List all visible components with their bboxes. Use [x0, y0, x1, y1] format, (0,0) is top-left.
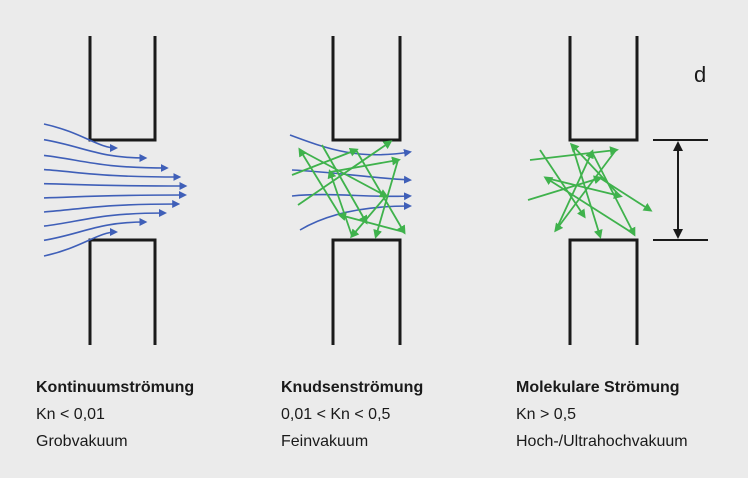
vacuum-range: Feinvakuum — [281, 433, 369, 450]
regime-title: Kontinuumströmung — [36, 379, 195, 396]
molecule-path — [569, 142, 621, 197]
molecule-path — [591, 151, 636, 237]
molecule-path — [299, 149, 389, 198]
dimension-label: d — [694, 62, 707, 87]
molecule-path — [555, 149, 594, 231]
lower-wall — [88, 238, 157, 345]
knudsen-condition: 0,01 < Kn < 0,5 — [281, 406, 391, 423]
molecule-path — [373, 159, 399, 239]
upper-wall — [331, 36, 402, 142]
regime-title: Molekulare Strömung — [516, 379, 680, 396]
upper-wall — [88, 36, 157, 142]
streamline — [43, 181, 188, 190]
vacuum-range: Hoch-/Ultrahochvakuum — [516, 433, 688, 450]
molecule-path — [298, 147, 341, 216]
streamline — [43, 138, 148, 162]
knudsen-condition: Kn < 0,01 — [36, 406, 105, 423]
vacuum-range: Grobvakuum — [36, 433, 128, 450]
lower-wall — [331, 238, 402, 345]
streamline — [299, 202, 412, 231]
molecule-path — [539, 149, 586, 219]
lower-wall — [568, 238, 639, 345]
streamline — [43, 209, 167, 227]
knudsen-condition: Kn > 0,5 — [516, 406, 577, 423]
molecule-path — [527, 175, 603, 201]
caption-continuum: Kontinuumströmung Kn < 0,01 Grobvakuum — [36, 374, 276, 455]
molecule-path — [337, 212, 405, 233]
molecule-path — [321, 144, 368, 225]
streamline — [289, 134, 412, 157]
molecule-path — [545, 177, 623, 199]
molecule-path — [529, 146, 619, 161]
caption-molecular: Molekulare Strömung Kn > 0,5 Hoch-/Ultra… — [516, 374, 748, 455]
molecule-path — [327, 169, 353, 237]
streamline — [43, 218, 148, 242]
regime-title: Knudsenströmung — [281, 379, 424, 396]
caption-knudsen: Knudsenströmung 0,01 < Kn < 0,5 Feinvaku… — [281, 374, 521, 455]
streamline — [43, 154, 169, 172]
molecule-path — [329, 156, 401, 173]
streamline — [43, 123, 118, 152]
molecule-path — [599, 177, 653, 212]
molecule-path — [571, 144, 603, 239]
streamline — [291, 169, 412, 184]
molecule-path — [350, 195, 387, 239]
upper-wall — [568, 36, 639, 142]
molecule-path — [297, 140, 393, 206]
streamline — [43, 228, 118, 257]
streamline — [43, 168, 182, 181]
streamline — [43, 200, 181, 213]
streamline — [43, 191, 187, 200]
